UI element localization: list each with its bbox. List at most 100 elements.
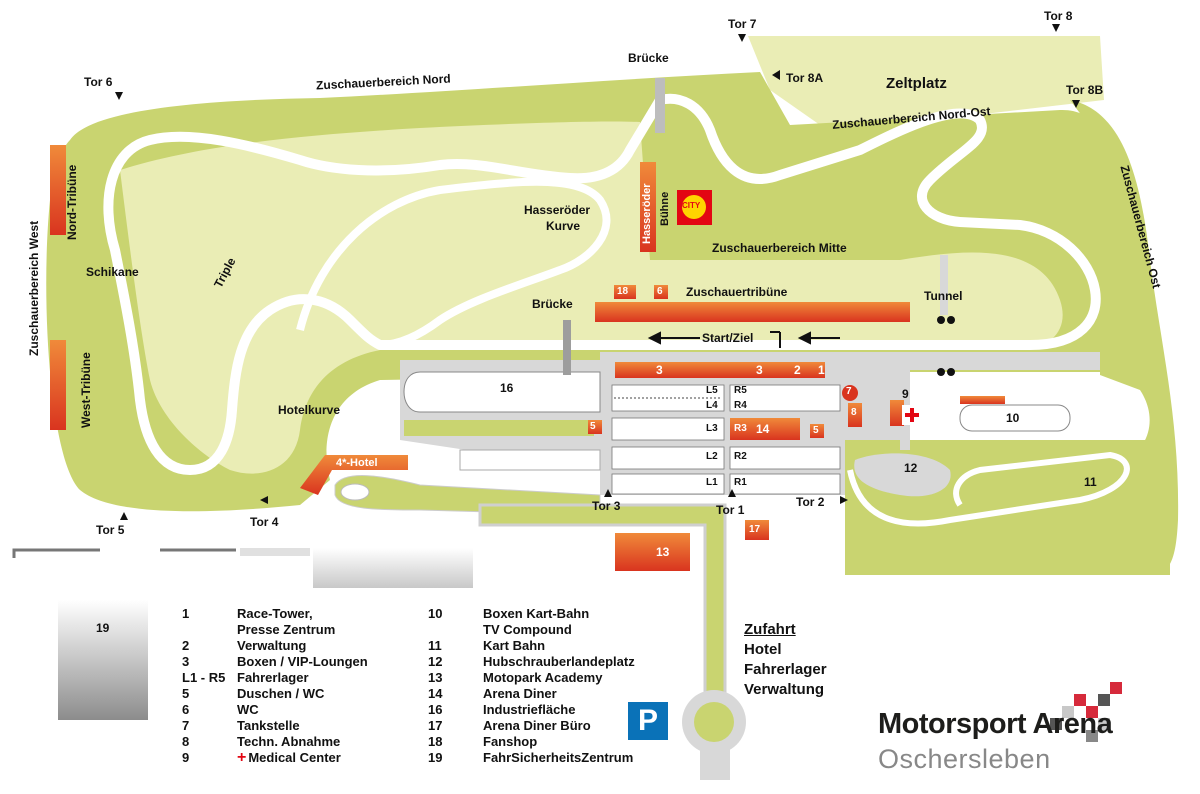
building-8 — [848, 403, 862, 427]
label-l3: L3 — [706, 423, 718, 434]
legend-number: 14 — [428, 686, 443, 701]
label-r1: R1 — [734, 477, 747, 488]
legend-number: 8 — [182, 734, 190, 749]
legend-text: Fahrerlager — [237, 670, 309, 685]
legend-text: FahrSicherheitsZentrum — [483, 750, 634, 765]
legend-text: TV Compound — [483, 622, 572, 637]
label-bruecke-pit: Brücke — [532, 297, 573, 311]
num-8: 8 — [851, 407, 857, 418]
label-tunnel: Tunnel — [924, 289, 963, 303]
legend-number: 16 — [428, 702, 443, 717]
legend-text: Duschen / WC — [237, 686, 325, 701]
legend-row: 11 Kart Bahn — [428, 638, 635, 654]
legend-text: Tankstelle — [237, 718, 300, 733]
label-hotelkurve: Hotelkurve — [278, 403, 341, 417]
num-9: 9 — [902, 387, 909, 401]
label-l5: L5 — [706, 385, 718, 396]
num-3a: 3 — [656, 363, 663, 377]
num-2: 2 — [794, 363, 801, 377]
medical-cross-icon: + — [237, 749, 247, 766]
hasseroeder-stage — [640, 162, 656, 252]
legend-number: 18 — [428, 734, 443, 749]
legend-text: Race-Tower, — [237, 606, 313, 621]
building-18 — [614, 285, 636, 299]
legend-text: +Medical Center — [237, 749, 341, 766]
building-5a — [588, 420, 602, 434]
legend-row: 13 Motopark Academy — [428, 670, 635, 686]
label-buehne: Bühne — [659, 191, 671, 226]
gate-tor-8a: Tor 8A — [786, 71, 824, 85]
legend-text: Presse Zentrum — [237, 622, 336, 637]
legend-row: 3 Boxen / VIP-Loungen — [182, 654, 368, 670]
zeltplatz-area — [748, 36, 1104, 132]
area-zuschauerbereich-west: Zuschauerbereich West — [27, 220, 41, 356]
legend-text: Verwaltung — [237, 638, 307, 653]
legend-text: Boxen / VIP-Loungen — [237, 654, 368, 669]
legend-number: 13 — [428, 670, 443, 685]
tunnel-north — [940, 255, 948, 315]
legend-number: 12 — [428, 654, 443, 669]
legend-text: Arena Diner — [483, 686, 557, 701]
label-r3: R3 — [734, 423, 747, 434]
gate-tor-8: Tor 8 — [1044, 9, 1073, 23]
num-18: 18 — [617, 286, 629, 297]
gate-tor-8b: Tor 8B — [1066, 83, 1104, 97]
legend-row: 7 Tankstelle — [182, 718, 368, 734]
label-l2: L2 — [706, 451, 718, 462]
gate-markers — [115, 24, 1080, 520]
gate-tor-7: Tor 7 — [728, 17, 757, 31]
access-fahrerlager: Fahrerlager — [744, 661, 827, 678]
paddock-row-l2 — [611, 446, 725, 470]
label-schikane: Schikane — [86, 265, 139, 279]
legend-number: 11 — [428, 638, 442, 653]
legend-text: Hubschrauberlandeplatz — [483, 654, 635, 669]
num-13: 13 — [656, 545, 670, 559]
legend-frame — [12, 548, 100, 558]
area-zeltplatz: Zeltplatz — [886, 75, 947, 92]
gate-tor-6: Tor 6 — [84, 75, 113, 89]
legend-number: 9 — [182, 750, 190, 765]
legend-text: Fanshop — [483, 734, 538, 749]
building-10 — [959, 404, 1071, 432]
area-zuschauerbereich-mitte: Zuschauerbereich Mitte — [712, 241, 847, 255]
legend-row: 8 Techn. Abnahme — [182, 734, 368, 750]
label-start-ziel: Start/Ziel — [702, 331, 754, 345]
legend-row: 18 Fanshop — [428, 734, 635, 750]
gate-tor-4: Tor 4 — [250, 515, 279, 529]
legend-number: 3 — [182, 654, 190, 669]
num-19: 19 — [96, 621, 110, 635]
paddock-row-l3 — [611, 417, 725, 441]
building-5b — [810, 424, 824, 438]
num-17: 17 — [749, 524, 761, 535]
legend-text: Motopark Academy — [483, 670, 603, 685]
legend-19-block — [58, 600, 148, 720]
label-hotel: 4*-Hotel — [336, 457, 378, 469]
legend-text: Techn. Abnahme — [237, 734, 341, 749]
heliport-12 — [854, 453, 951, 497]
label-hasseroeder-sign: Hasseröder — [641, 183, 653, 244]
legend-number: 7 — [182, 718, 190, 733]
legend-number: 5 — [182, 686, 190, 701]
num-5b: 5 — [813, 425, 819, 436]
num-1: 1 — [818, 363, 825, 377]
label-r5: R5 — [734, 385, 747, 396]
legend-number: 17 — [428, 718, 443, 733]
track-inner-loop — [296, 177, 611, 349]
race-track — [103, 93, 1101, 475]
building-17 — [745, 520, 769, 540]
building-9 — [890, 400, 904, 426]
legend-text: Kart Bahn — [483, 638, 546, 653]
building-10-roof — [960, 396, 1005, 404]
num-5a: 5 — [590, 421, 596, 432]
paddock-row-l1 — [611, 473, 725, 495]
bridge-north — [655, 78, 665, 133]
west-tribuene-stand — [50, 340, 66, 430]
paddock-row-r1 — [729, 473, 841, 495]
gate-tor-2: Tor 2 — [796, 495, 825, 509]
legend-row: 5 Duschen / WC — [182, 686, 368, 702]
city-logo-text: CITY — [682, 201, 701, 210]
start-finish-arrows — [647, 331, 840, 348]
